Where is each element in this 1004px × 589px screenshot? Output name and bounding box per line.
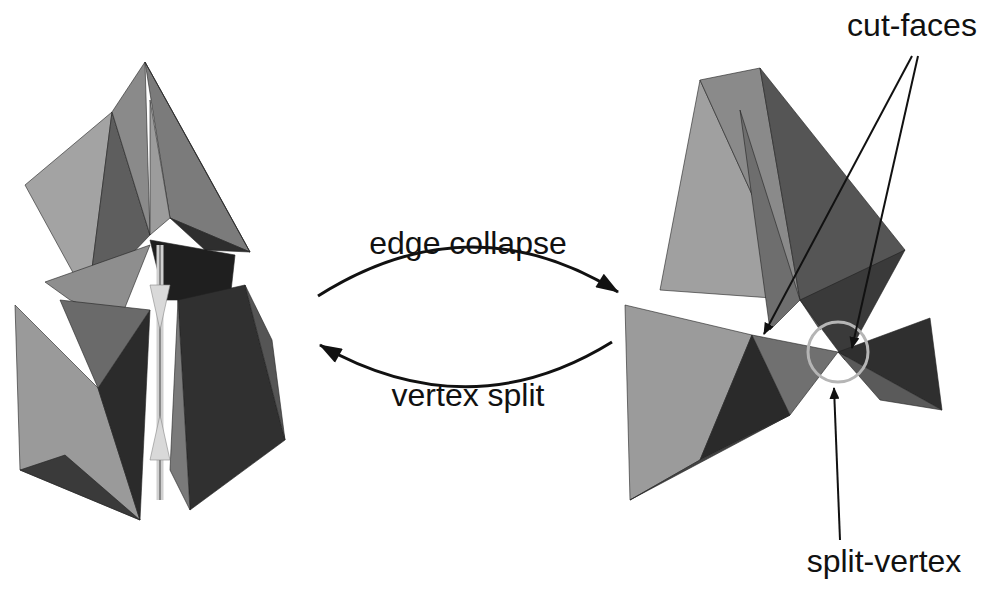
leader-line bbox=[764, 56, 912, 334]
callout-label: cut-faces bbox=[847, 8, 977, 43]
leader-line bbox=[834, 388, 840, 540]
callout-label: split-vertex bbox=[807, 544, 962, 579]
mesh-after bbox=[625, 68, 942, 500]
transition-label: vertex split bbox=[392, 378, 545, 413]
transition-label: edge collapse bbox=[369, 226, 566, 261]
mesh-before bbox=[15, 62, 285, 520]
leader-line bbox=[852, 56, 918, 348]
